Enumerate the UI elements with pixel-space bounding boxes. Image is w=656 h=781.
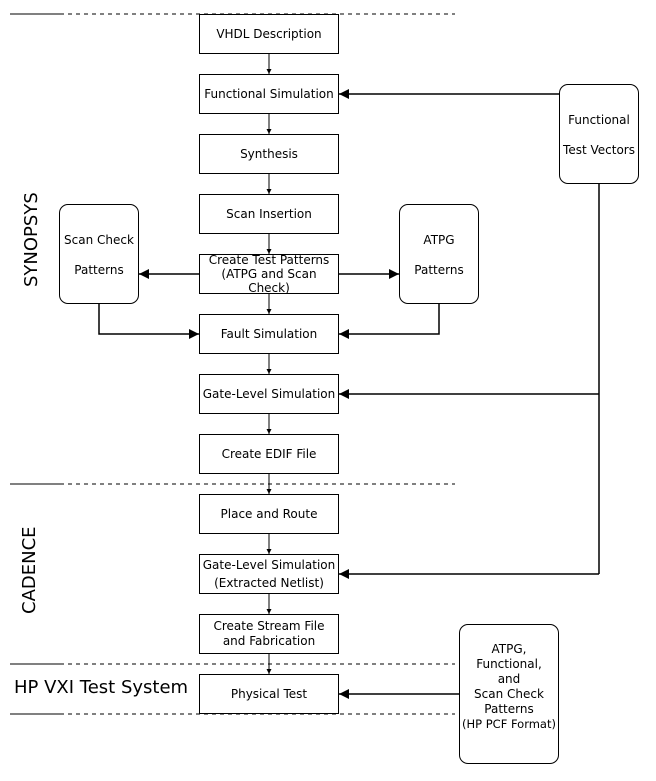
step-label: Functional Simulation [204, 86, 334, 101]
step-label: Place and Route [220, 506, 318, 521]
source-label: Patterns [484, 702, 534, 716]
source-hp-pcf-patterns: ATPG, Functional, and Scan Check Pattern… [459, 624, 559, 764]
source-scan-check-patterns: Scan Check Patterns [59, 204, 139, 304]
step-label: VHDL Description [216, 26, 322, 41]
source-label: Patterns [74, 263, 124, 277]
step-create-test-patterns: Create Test Patterns (ATPG and Scan Chec… [199, 253, 339, 295]
step-place-and-route: Place and Route [199, 494, 339, 534]
source-label: (HP PCF Format) [462, 717, 556, 731]
step-fault-simulation: Fault Simulation [199, 314, 339, 354]
source-label: Functional, [476, 657, 542, 671]
section-dividers [10, 13, 455, 715]
source-label: Patterns [414, 263, 464, 277]
source-atpg-patterns: ATPG Patterns [399, 204, 479, 304]
step-vhdl-description: VHDL Description [199, 14, 339, 54]
source-label: Scan Check [474, 687, 544, 701]
source-label: and [497, 672, 521, 686]
source-label: Test Vectors [563, 143, 635, 157]
source-label: Scan Check [64, 233, 134, 247]
step-label: Create Test Patterns [208, 253, 330, 267]
step-sublabel: (Extracted Netlist) [214, 575, 324, 590]
source-label: Functional [568, 113, 630, 127]
step-scan-insertion: Scan Insertion [199, 194, 339, 234]
section-label-cadence: CADENCE [19, 526, 40, 614]
step-label: Scan Insertion [226, 206, 312, 221]
source-functional-test-vectors: Functional Test Vectors [559, 84, 639, 184]
step-label: Create EDIF File [221, 446, 317, 461]
source-label: ATPG, [491, 642, 527, 656]
source-label: ATPG [423, 233, 455, 247]
step-sublabel: (ATPG and Scan Check) [221, 267, 317, 295]
step-gate-level-simulation-extracted: Gate-Level Simulation (Extracted Netlist… [199, 554, 339, 594]
step-label: Synthesis [240, 146, 298, 161]
section-label-hp-vxi: HP VXI Test System [14, 677, 189, 698]
side-connectors [98, 89, 600, 699]
step-label: Physical Test [230, 686, 308, 701]
step-functional-simulation: Functional Simulation [199, 74, 339, 114]
step-label: Gate-Level Simulation [202, 557, 336, 572]
step-synthesis: Synthesis [199, 134, 339, 174]
step-create-edif-file: Create EDIF File [199, 434, 339, 474]
step-label: Create Stream File [213, 619, 325, 633]
step-gate-level-simulation: Gate-Level Simulation [199, 374, 339, 414]
step-physical-test: Physical Test [199, 674, 339, 714]
step-create-stream-file: Create Stream File and Fabrication [199, 614, 339, 654]
step-label: Fault Simulation [220, 326, 318, 341]
step-sublabel: and Fabrication [222, 634, 316, 648]
step-label: Gate-Level Simulation [202, 386, 336, 401]
section-label-synopsys: SYNOPSYS [21, 192, 42, 287]
